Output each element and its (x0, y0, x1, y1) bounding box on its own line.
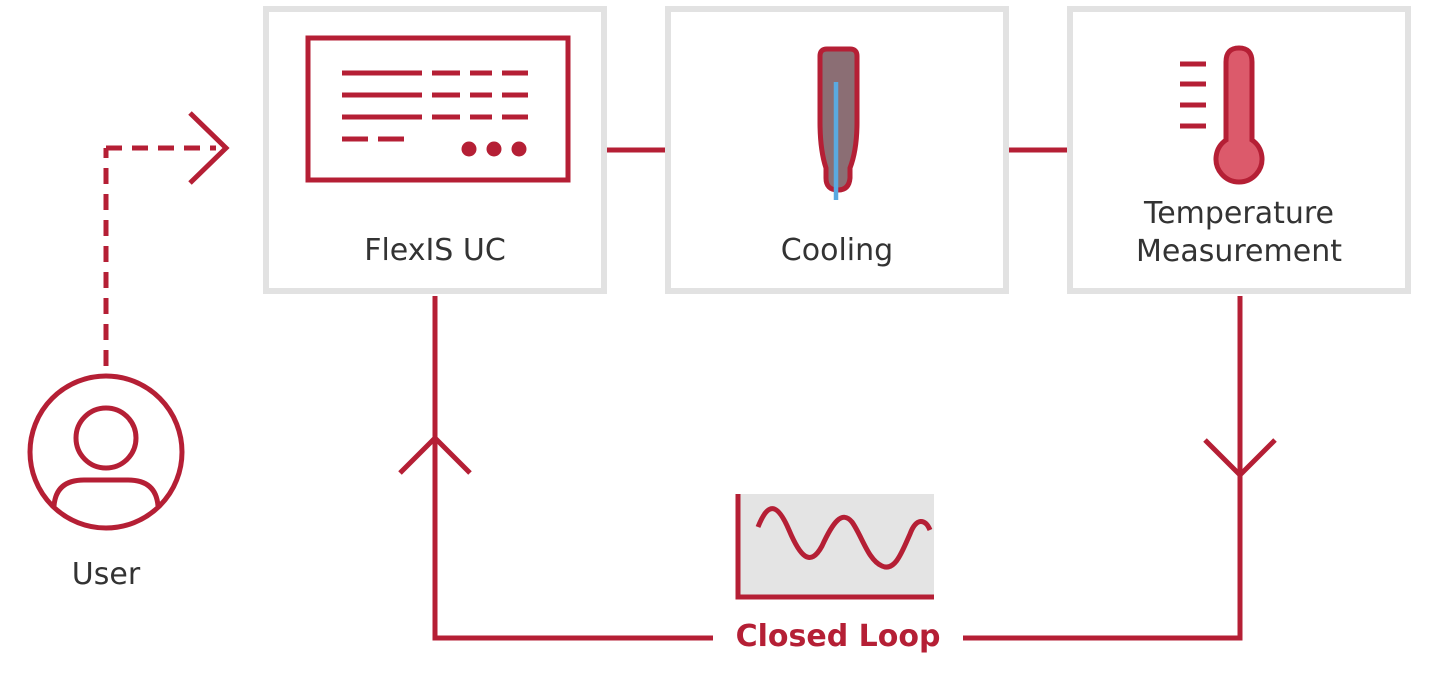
controller-display-icon (305, 35, 571, 183)
user-icon (27, 373, 185, 531)
controller-label: FlexIS UC (364, 233, 506, 268)
measurement-box (1067, 6, 1411, 294)
loop-up-arrow (398, 434, 472, 475)
measurement-label-line1: Temperature (1143, 196, 1335, 231)
measurement-label-line2: Measurement (1136, 234, 1342, 269)
cooling-tube-icon (817, 46, 860, 200)
cooling-box (665, 6, 1009, 294)
thermometer-icon (1180, 45, 1265, 185)
closed-loop-path (398, 296, 1277, 641)
cooling-label: Cooling (780, 233, 894, 268)
user-label: User (71, 557, 141, 592)
loop-down-arrow (1203, 438, 1277, 479)
measurement-label: Temperature Measurement (1070, 195, 1408, 271)
user-input-arrow (103, 111, 230, 366)
closed-loop-label: Closed Loop (735, 619, 941, 654)
wave-graph-icon (735, 494, 934, 600)
controller-box (263, 6, 607, 294)
